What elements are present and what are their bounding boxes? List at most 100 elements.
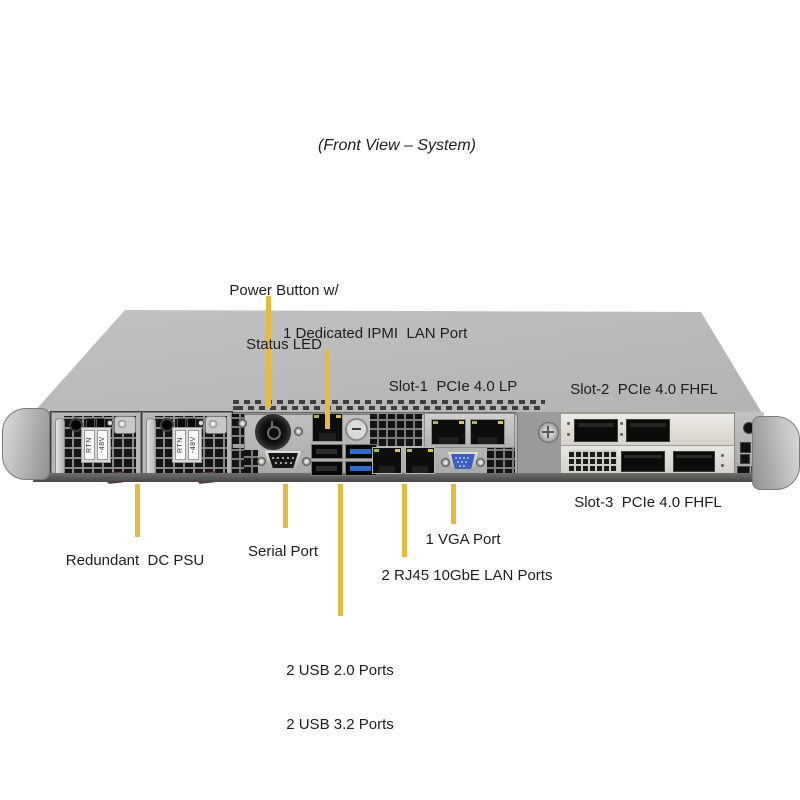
pin-icon bbox=[292, 457, 294, 459]
qsfp-port-1 bbox=[621, 451, 665, 472]
label-lan-ports: 2 RJ45 10GbE LAN Ports bbox=[381, 567, 553, 584]
pin-icon bbox=[277, 457, 279, 459]
psu-handle bbox=[55, 418, 65, 478]
pin-icon bbox=[463, 465, 465, 467]
pin-icon bbox=[282, 457, 284, 459]
qsfp-port-2 bbox=[673, 451, 715, 472]
usb-tongue bbox=[350, 466, 371, 471]
page-title: (Front View – System) bbox=[318, 137, 476, 154]
usb2-port-1 bbox=[311, 444, 343, 459]
leader-vga-port bbox=[451, 484, 456, 524]
psu-sticker-48v: -48V bbox=[188, 430, 199, 460]
rj45-jack bbox=[438, 436, 459, 444]
port-block bbox=[740, 454, 750, 464]
pin-icon bbox=[463, 457, 465, 459]
pin-icon bbox=[280, 462, 282, 464]
led-amber-icon bbox=[336, 415, 341, 418]
slot1-lan-port-2 bbox=[470, 419, 505, 445]
label-usb-ports: 2 USB 2.0 Ports 2 USB 3.2 Ports bbox=[286, 626, 394, 770]
vga-port bbox=[441, 450, 485, 474]
psu-led-icon bbox=[198, 420, 204, 426]
leader-lan-ports bbox=[402, 484, 407, 557]
leader-ipmi-port bbox=[325, 349, 330, 429]
left-rack-ear bbox=[2, 408, 50, 480]
port-block bbox=[740, 442, 751, 453]
label-power-line1: Power Button w/ bbox=[229, 282, 339, 299]
sfp-port-2 bbox=[626, 419, 670, 442]
psu-voltage-sticker: RTN -48V bbox=[172, 427, 202, 463]
psu-latch bbox=[114, 416, 136, 434]
pin-icon bbox=[287, 457, 289, 459]
slot1-lan-port-1 bbox=[431, 419, 466, 445]
screw-dot-icon bbox=[620, 433, 623, 436]
led-amber-icon bbox=[428, 449, 433, 452]
usb3-port-1 bbox=[345, 444, 377, 459]
label-ipmi-port: 1 Dedicated IPMI LAN Port bbox=[283, 325, 468, 342]
label-slot2: Slot-2 PCIe 4.0 FHFL bbox=[570, 381, 718, 398]
label-slot3: Slot-3 PCIe 4.0 FHFL bbox=[574, 494, 722, 511]
psu-sticker-rtn: RTN bbox=[84, 430, 95, 460]
pin-icon bbox=[272, 457, 274, 459]
psu-sticker-rtn: RTN bbox=[175, 430, 186, 460]
screw-dot-icon bbox=[721, 464, 724, 467]
psu-fan-hole-icon bbox=[69, 418, 83, 432]
pin-icon bbox=[275, 462, 277, 464]
pin-icon bbox=[457, 461, 459, 463]
screw-dot-icon bbox=[567, 422, 570, 425]
psu-handle bbox=[146, 418, 156, 478]
pin-icon bbox=[461, 461, 463, 463]
psu-led-icon bbox=[107, 420, 113, 426]
leader-serial-port bbox=[283, 484, 288, 528]
led-green-icon bbox=[433, 421, 438, 424]
slot2-card bbox=[560, 413, 744, 446]
led-green-icon bbox=[472, 421, 477, 424]
rj45-jack bbox=[378, 465, 396, 473]
pin-icon bbox=[459, 457, 461, 459]
vent-row bbox=[233, 406, 545, 410]
card-vent bbox=[569, 450, 617, 471]
screw-dot-icon bbox=[567, 433, 570, 436]
label-usb-line1: 2 USB 2.0 Ports bbox=[286, 662, 394, 679]
screw-icon bbox=[441, 458, 450, 467]
led-green-icon bbox=[374, 449, 379, 452]
label-psu: Redundant DC PSU bbox=[65, 552, 205, 569]
label-vga-port: 1 VGA Port bbox=[425, 531, 501, 548]
uid-button bbox=[345, 418, 368, 441]
screw-icon bbox=[302, 457, 311, 466]
screw-icon bbox=[294, 427, 303, 436]
label-slot1: Slot-1 PCIe 4.0 LP bbox=[388, 378, 518, 395]
pin-icon bbox=[465, 461, 467, 463]
screw-icon bbox=[476, 458, 485, 467]
label-serial-port: Serial Port bbox=[247, 543, 319, 560]
screw-icon bbox=[238, 419, 247, 428]
led-green-icon bbox=[314, 415, 319, 418]
pin-icon bbox=[285, 462, 287, 464]
psu-sticker-48v: -48V bbox=[97, 430, 108, 460]
psu-unit-1: RTN -48V bbox=[51, 412, 141, 484]
usb-tongue bbox=[316, 449, 337, 454]
screw-icon bbox=[257, 457, 266, 466]
serial-inner bbox=[268, 453, 298, 468]
chassis-top-face bbox=[33, 310, 762, 413]
led-amber-icon bbox=[498, 421, 503, 424]
led-amber-icon bbox=[459, 421, 464, 424]
slot3-card bbox=[560, 445, 741, 476]
leader-psu bbox=[135, 484, 140, 537]
pin-icon bbox=[467, 457, 469, 459]
screw-dot-icon bbox=[620, 422, 623, 425]
right-rack-ear bbox=[752, 416, 800, 490]
vent-grille bbox=[233, 398, 545, 411]
usb2-port-2 bbox=[311, 461, 343, 476]
sfp-port-1 bbox=[574, 419, 618, 442]
label-power-line2: Status LED bbox=[246, 336, 322, 353]
vent-row bbox=[233, 400, 545, 404]
led-green-icon bbox=[407, 449, 412, 452]
lan-10gbe-port-1 bbox=[372, 447, 402, 474]
pin-icon bbox=[290, 462, 292, 464]
vent-block bbox=[370, 414, 422, 446]
led-amber-icon bbox=[395, 449, 400, 452]
psu-fan-hole-icon bbox=[160, 418, 174, 432]
screw-dot-icon bbox=[721, 454, 724, 457]
serial-port bbox=[257, 449, 311, 473]
